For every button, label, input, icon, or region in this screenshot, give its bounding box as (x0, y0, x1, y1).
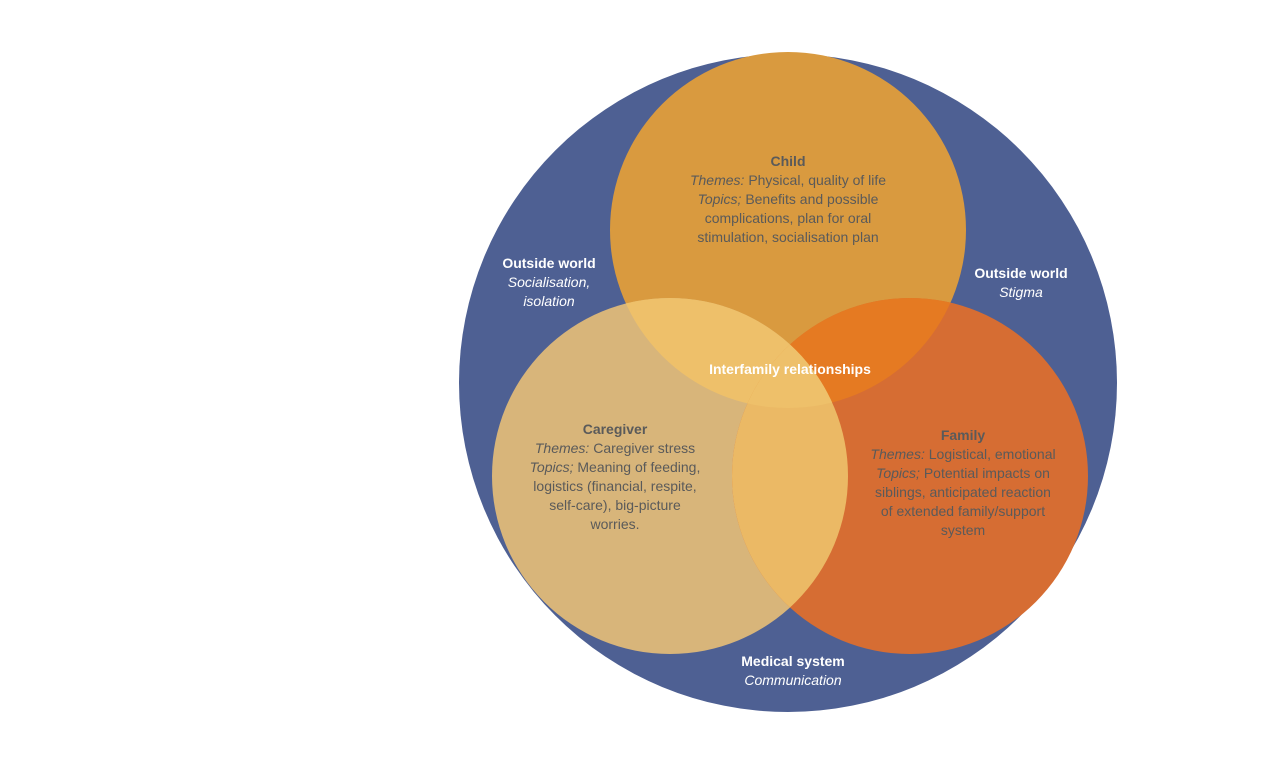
outside-left-line1: Socialisation, (507, 274, 591, 290)
child-themes-label: Themes: (689, 172, 745, 188)
caregiver-topics-line1: Meaning of feeding, (577, 459, 701, 475)
caregiver-topics-label: Topics; (529, 459, 574, 475)
center-label: Interfamily relationships (670, 360, 910, 379)
outside-left-label: Outside world Socialisation, isolation (474, 254, 624, 311)
caregiver-themes-label: Themes: (534, 440, 590, 456)
family-topics-line4: system (940, 522, 986, 538)
center-label-text: Interfamily relationships (709, 361, 871, 377)
caregiver-topics-line4: worries. (590, 516, 640, 532)
child-label: Child Themes: Physical, quality of life … (628, 152, 948, 247)
child-topics-label: Topics; (697, 191, 742, 207)
outside-right-title: Outside world (974, 265, 1068, 281)
family-topics-line1: Potential impacts on (923, 465, 1050, 481)
caregiver-topics-line2: logistics (financial, respite, (533, 478, 697, 494)
family-label: Family Themes: Logistical, emotional Top… (832, 426, 1094, 540)
child-title: Child (770, 153, 806, 169)
medical-line1: Communication (744, 672, 842, 688)
overlap-center (732, 298, 848, 408)
outside-left-line2: isolation (523, 293, 575, 309)
caregiver-title: Caregiver (582, 421, 648, 437)
child-themes-text: Physical, quality of life (748, 172, 887, 188)
caregiver-label: Caregiver Themes: Caregiver stress Topic… (485, 420, 745, 534)
family-topics-line2: siblings, anticipated reaction (875, 484, 1051, 500)
medical-label: Medical system Communication (713, 652, 873, 690)
family-title: Family (940, 427, 986, 443)
outside-right-label: Outside world Stigma (946, 264, 1096, 302)
child-topics-line3: stimulation, socialisation plan (697, 229, 879, 245)
family-themes-text: Logistical, emotional (928, 446, 1056, 462)
family-topics-label: Topics; (876, 465, 920, 481)
child-topics-line1: Benefits and possible (745, 191, 879, 207)
caregiver-topics-line3: self-care), big-picture (549, 497, 681, 513)
outside-right-line1: Stigma (999, 284, 1043, 300)
family-topics-line3: of extended family/support (880, 503, 1046, 519)
child-topics-line2: complications, plan for oral (704, 210, 872, 226)
medical-title: Medical system (741, 653, 845, 669)
outside-left-title: Outside world (502, 255, 596, 271)
family-themes-label: Themes: (870, 446, 925, 462)
caregiver-themes-text: Caregiver stress (593, 440, 696, 456)
